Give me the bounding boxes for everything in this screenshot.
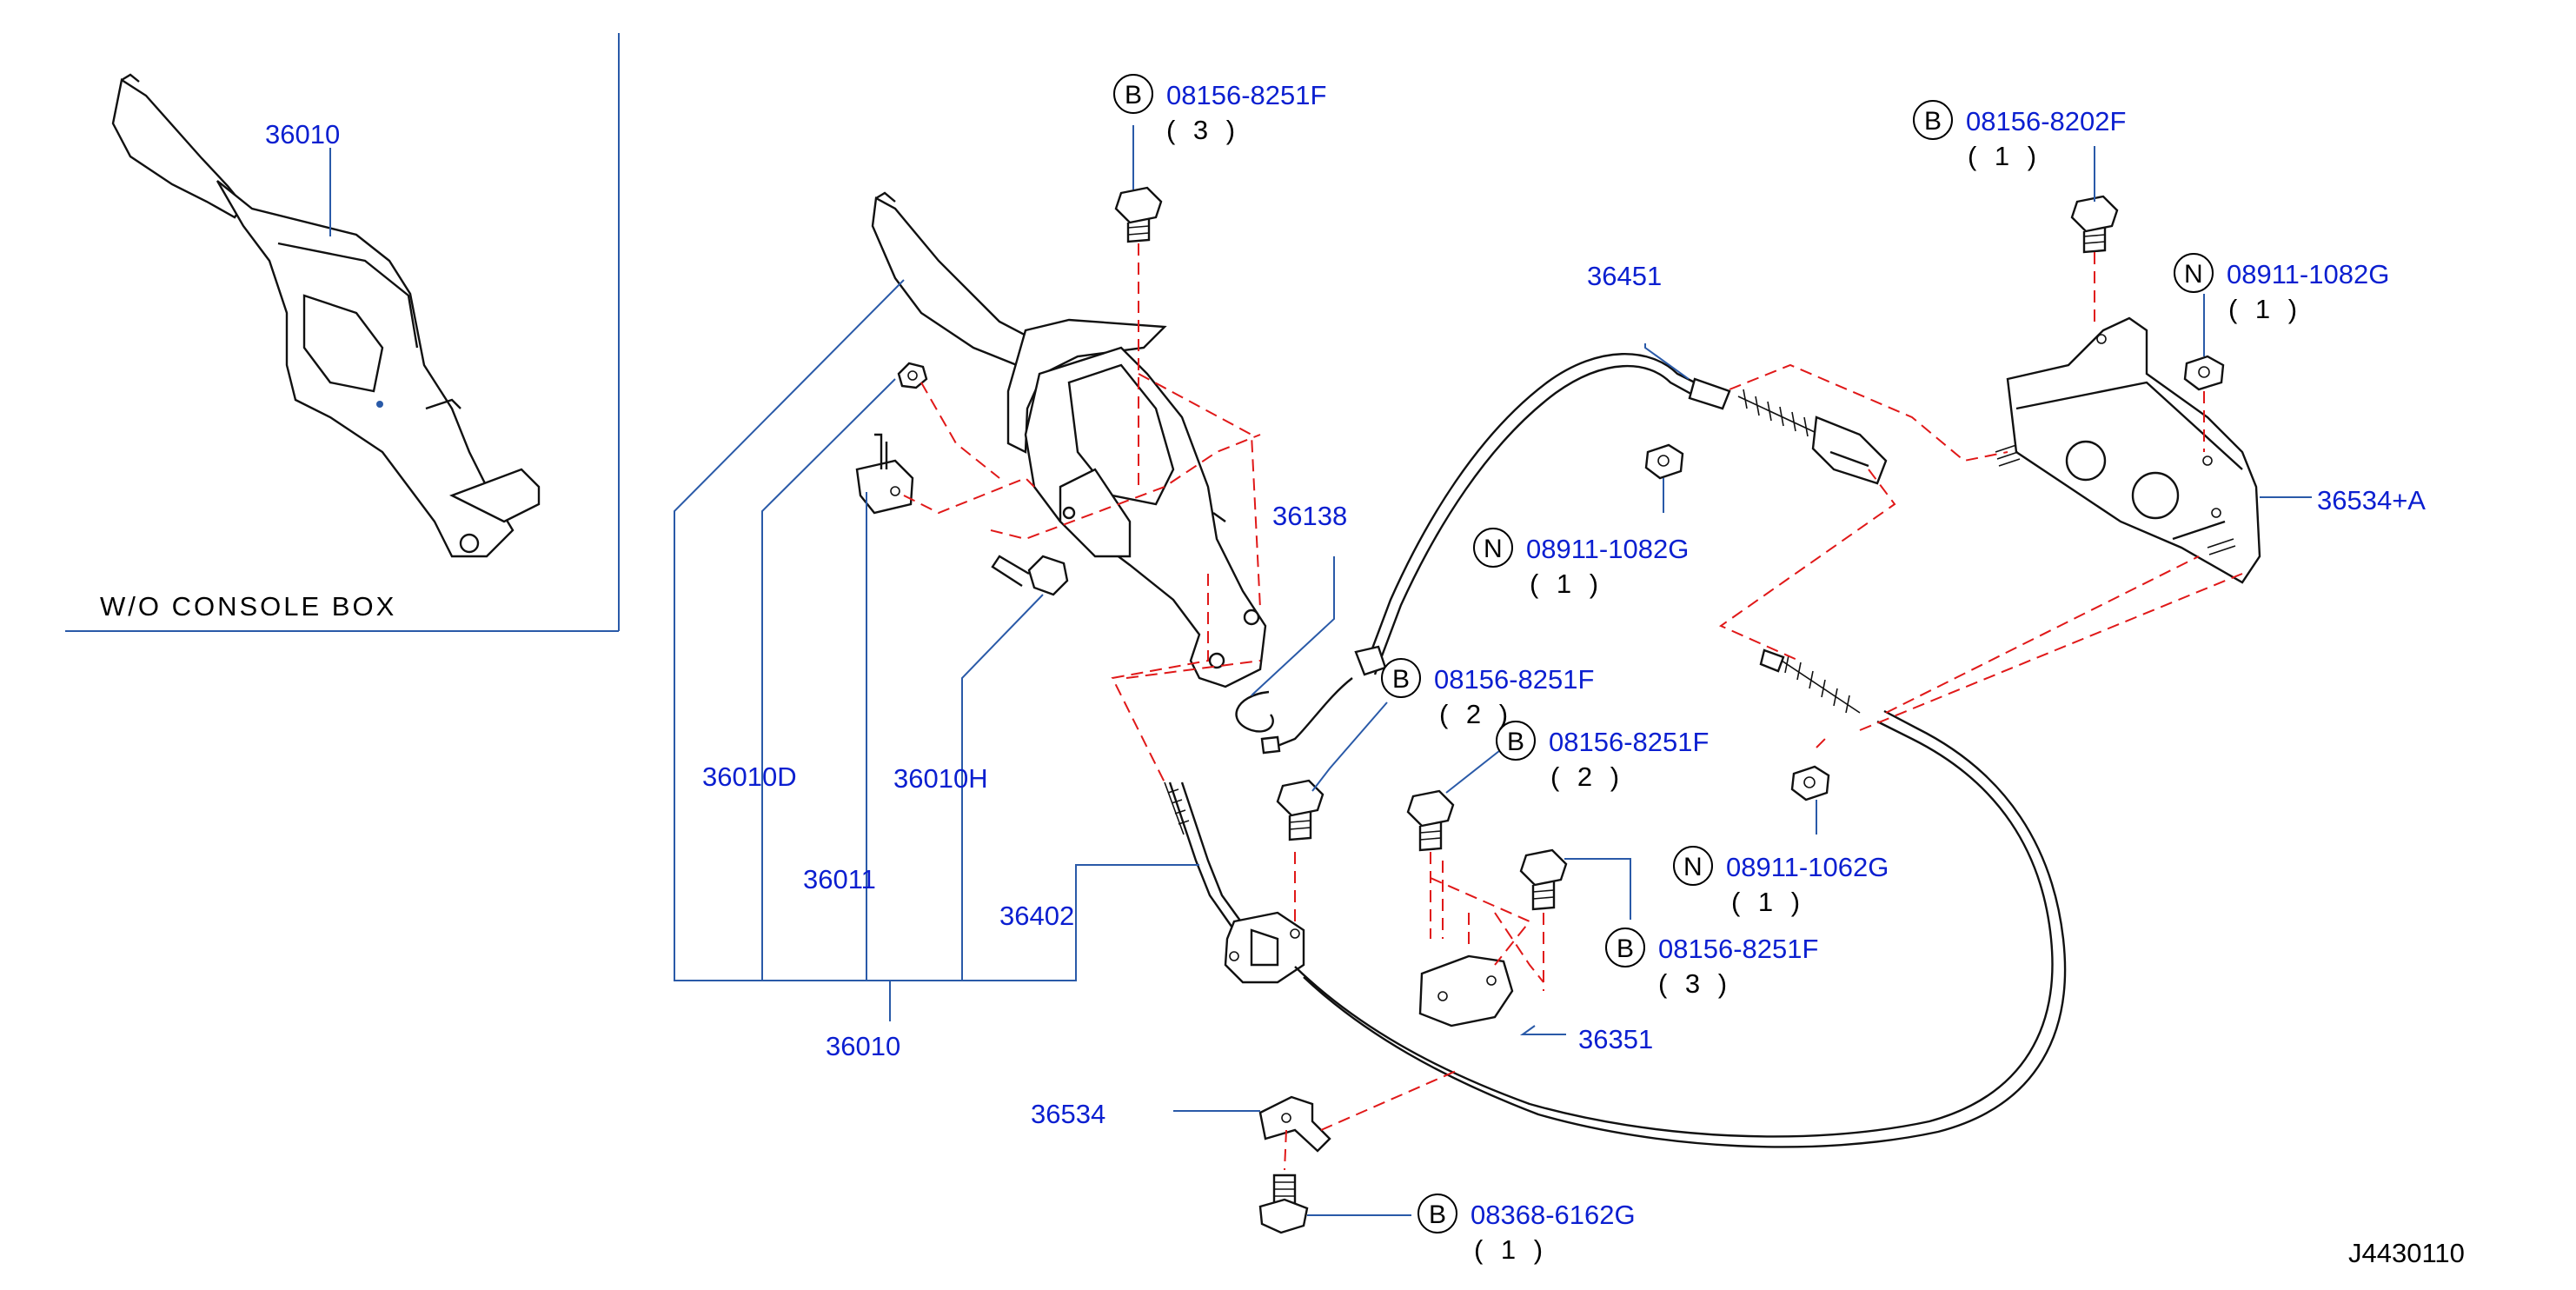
label-36534: 36534 [1031, 1099, 1105, 1129]
fastener-1-qty: ( 3 ) [1166, 115, 1240, 145]
fastener-5-part: 08156-8251F [1434, 664, 1594, 695]
bolt-bottom [1258, 1174, 1309, 1234]
fastener-7-part: 08911-1062G [1726, 852, 1889, 882]
fastener-7-prefix: N [1683, 853, 1703, 881]
fastener-9-qty: ( 1 ) [1474, 1234, 1548, 1265]
fastener-6-part: 08156-8251F [1549, 727, 1709, 757]
nut-36010d [897, 362, 928, 389]
fastener-7-qty: ( 1 ) [1731, 887, 1805, 917]
label-36010: 36010 [826, 1031, 900, 1061]
inset-part-36010-label: 36010 [265, 119, 340, 150]
bracket-36534 [1258, 1095, 1331, 1153]
inset-panel: 36010 W/O CONSOLE BOX [65, 33, 620, 632]
fastener-callout-2: B 08156-8202F ( 1 ) [1913, 100, 2126, 171]
fastener-6-qty: ( 2 ) [1550, 761, 1624, 792]
fastener-2-qty: ( 1 ) [1968, 141, 2042, 171]
fastener-2-prefix: B [1924, 107, 1942, 136]
rear-cable-36451 [1260, 353, 1888, 755]
rear-cable-end [1759, 648, 1861, 714]
fastener-4-prefix: N [1484, 535, 1503, 563]
hand-brake-lever [871, 191, 1267, 688]
fastener-8-qty: ( 3 ) [1658, 968, 1732, 999]
part-labels: 36138 36451 36534+A 36010D 36010H 36011 … [702, 261, 2426, 1129]
label-36402: 36402 [999, 901, 1074, 931]
inset-hand-brake-lever [111, 73, 541, 558]
fastener-2-part: 08156-8202F [1966, 106, 2126, 136]
fastener-callout-5: B 08156-8251F ( 2 ) [1381, 658, 1594, 729]
fastener-callout-9: B 08368-6162G ( 1 ) [1417, 1194, 1636, 1265]
fastener-8-part: 08156-8251F [1658, 934, 1818, 964]
fastener-8-prefix: B [1617, 934, 1634, 963]
fastener-callout-4: N 08911-1082G ( 1 ) [1473, 528, 1689, 599]
fastener-callout-3: N 08911-1082G ( 1 ) [2174, 253, 2389, 324]
diagram-code: J4430110 [2348, 1238, 2465, 1268]
fastener-5-qty: ( 2 ) [1439, 699, 1513, 729]
label-36351: 36351 [1578, 1024, 1653, 1054]
fastener-1-part: 08156-8251F [1166, 80, 1326, 110]
nut-mid [1644, 443, 1684, 480]
label-36138: 36138 [1272, 501, 1347, 531]
fastener-4-part: 08911-1082G [1526, 534, 1689, 564]
front-cable-36402 [1164, 709, 2067, 1148]
label-36451: 36451 [1587, 261, 1662, 291]
fastener-callout-6: B 08156-8251F ( 2 ) [1496, 721, 1709, 792]
bolt-center-3 [1519, 848, 1568, 911]
bolt-center-2 [1406, 789, 1455, 852]
clip-36011 [855, 433, 914, 515]
label-36010d: 36010D [702, 761, 797, 792]
nut-right-lower [1790, 765, 1830, 801]
assembly-dashed-lines [903, 243, 2243, 1171]
clip-36138 [1235, 690, 1274, 733]
label-36011: 36011 [803, 864, 876, 894]
fastener-3-prefix: N [2184, 260, 2203, 289]
fastener-callout-1: B 08156-8251F ( 3 ) [1113, 74, 1326, 145]
fastener-1-prefix: B [1125, 81, 1142, 110]
nut-top-right [2183, 355, 2225, 391]
plate-36351 [1418, 954, 1514, 1027]
bolt-top-center [1114, 186, 1163, 243]
label-36534a: 36534+A [2317, 485, 2426, 515]
leader-lines [674, 125, 2312, 1216]
bolt-top-right [2070, 195, 2119, 254]
fastener-callout-8: B 08156-8251F ( 3 ) [1605, 928, 1818, 999]
bolt-center-1 [1276, 779, 1325, 841]
bracket-36534a [1995, 316, 2261, 584]
fastener-4-qty: ( 1 ) [1530, 569, 1603, 599]
fastener-6-prefix: B [1507, 728, 1524, 756]
inset-caption: W/O CONSOLE BOX [100, 591, 396, 622]
fastener-callout-7: N 08911-1062G ( 1 ) [1673, 846, 1889, 917]
fastener-5-prefix: B [1392, 665, 1410, 694]
fastener-3-qty: ( 1 ) [2228, 294, 2302, 324]
fastener-9-part: 08368-6162G [1471, 1200, 1636, 1230]
fastener-3-part: 08911-1082G [2227, 259, 2389, 289]
bolt-36010h [991, 555, 1069, 596]
label-36010h: 36010H [893, 763, 988, 794]
fastener-9-prefix: B [1429, 1200, 1446, 1229]
